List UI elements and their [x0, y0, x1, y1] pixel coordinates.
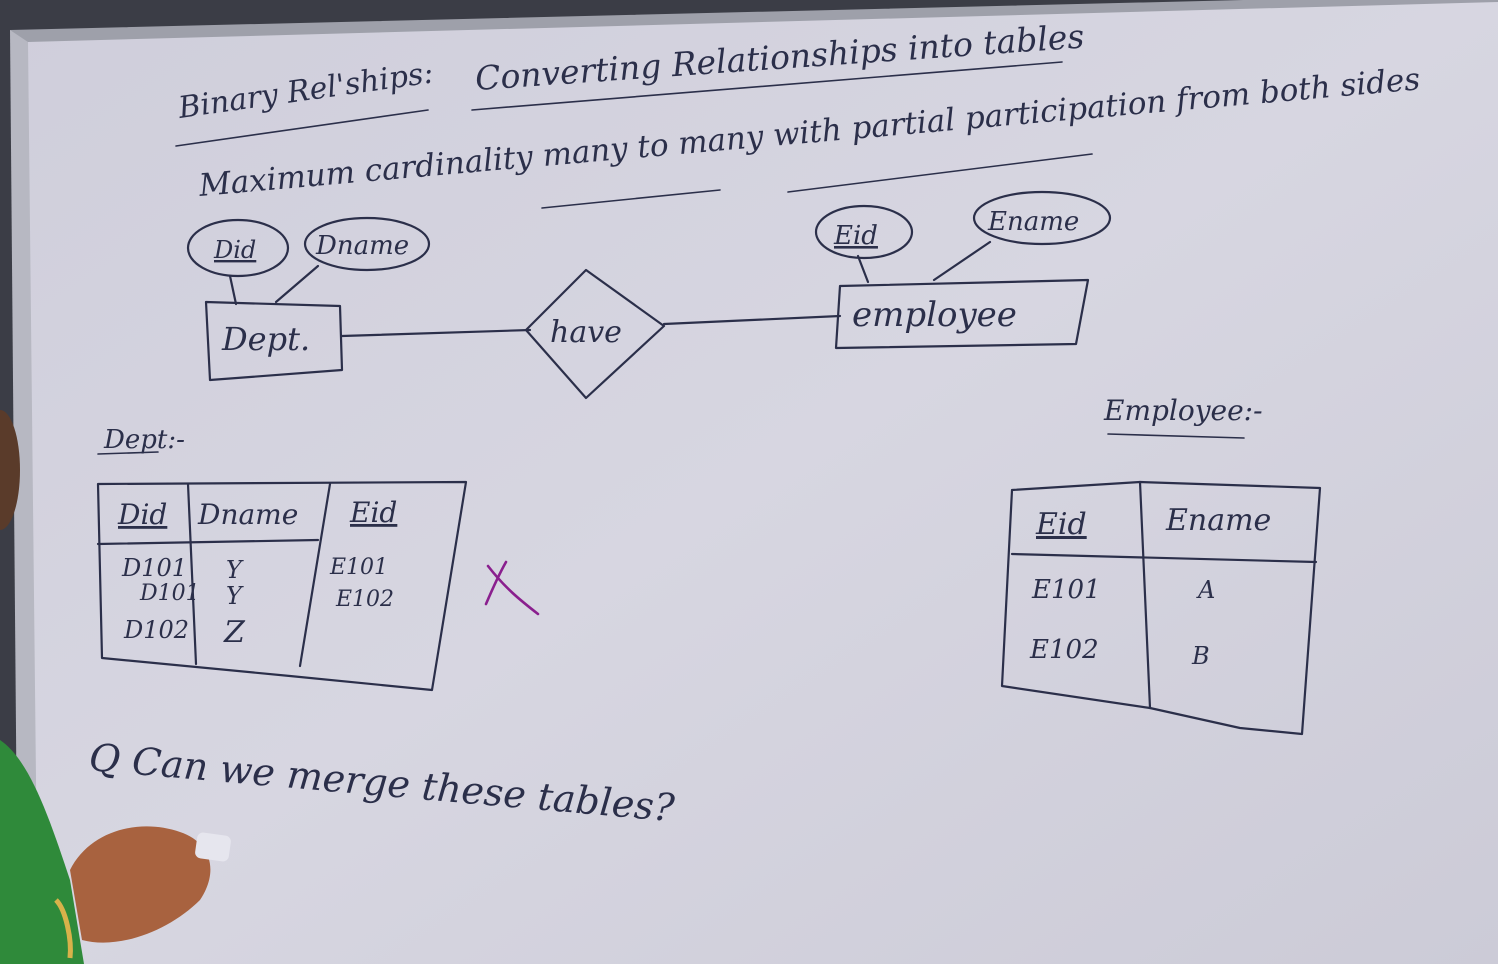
bracelet [54, 898, 73, 959]
employee-col-divider [1138, 480, 1152, 710]
dept-header-did: Did [117, 498, 167, 531]
attr-eid-label: Eid [833, 221, 878, 251]
cross-mark [484, 560, 540, 616]
marker-pen [195, 832, 231, 862]
dept-header-eid: Eid [349, 496, 397, 529]
entity-employee-box [834, 278, 1090, 350]
employee-cell-r2-ename: B [1191, 642, 1210, 670]
dept-cell-r3-did: D102 [123, 616, 189, 644]
employee-header-eid: Eid [1035, 507, 1087, 542]
dept-cell-r2-dname: Y [226, 582, 244, 610]
board-surface [14, 0, 1498, 964]
presenter [0, 410, 231, 964]
subtitle-underline-2 [787, 153, 1093, 193]
board-frame-top [10, 0, 1498, 46]
dept-cell-r1-dname: Y [226, 556, 244, 584]
presenter-hand [70, 826, 211, 943]
attr-dname-label: Dname [315, 231, 409, 261]
did-connector [228, 274, 238, 306]
cross-stroke-1 [486, 564, 540, 616]
relationship-label: have [550, 315, 622, 350]
entity-employee-label: employee [852, 295, 1017, 335]
dept-table-outline [96, 480, 468, 692]
relationship-diamond [524, 268, 666, 400]
employee-header-ename: Ename [1165, 503, 1271, 538]
dept-col-divider-2 [298, 482, 332, 668]
employee-cell-r1-eid: E101 [1031, 575, 1101, 605]
dept-cell-r1-eid: E101 [329, 555, 388, 580]
dept-header-dname: Dname [197, 498, 298, 531]
subtitle-underline-1 [541, 189, 721, 209]
employee-cell-r1-ename: A [1196, 576, 1215, 604]
title-prefix-underline [175, 109, 429, 147]
attr-did-label: Did [213, 236, 256, 264]
dname-connector [274, 264, 320, 304]
employee-cell-r2-eid: E102 [1029, 635, 1099, 665]
attr-ename-label: Ename [987, 207, 1079, 237]
eid-connector [856, 254, 870, 284]
employee-table: Eid Ename E101 A E102 B [1000, 480, 1322, 736]
employee-caption-underline [1107, 433, 1245, 439]
board-frame-left [10, 30, 38, 964]
dept-cell-r2-did: D101 [139, 581, 200, 606]
employee-header-rule [1010, 552, 1318, 564]
dept-cell-r2-eid: E102 [335, 587, 394, 612]
presenter-head-edge [0, 410, 20, 530]
line-dept-have [340, 328, 532, 338]
dept-cell-r3-dname: Z [223, 615, 246, 650]
dept-caption-underline [97, 451, 159, 455]
dept-header-rule [96, 538, 320, 546]
employee-table-caption: Employee:- [1103, 394, 1263, 427]
attr-did-ellipse [186, 218, 290, 278]
ename-connector [932, 240, 992, 282]
attr-dname-ellipse [303, 216, 431, 272]
line-have-employee [662, 314, 842, 326]
entity-dept-box [204, 300, 344, 382]
dept-col-divider-1 [186, 482, 198, 666]
dept-table: Did Dname Eid D101 Y E101 D101 Y E102 D1… [96, 480, 468, 692]
employee-table-outline [1000, 480, 1322, 736]
attr-eid-ellipse [814, 204, 914, 260]
dept-cell-r1-did: D101 [121, 554, 187, 582]
entity-dept-label: Dept. [221, 320, 310, 358]
attr-ename-ellipse [972, 190, 1112, 246]
dept-table-caption: Dept:- [103, 425, 185, 455]
title-main-underline [471, 61, 1063, 111]
cross-stroke-2 [484, 560, 508, 606]
